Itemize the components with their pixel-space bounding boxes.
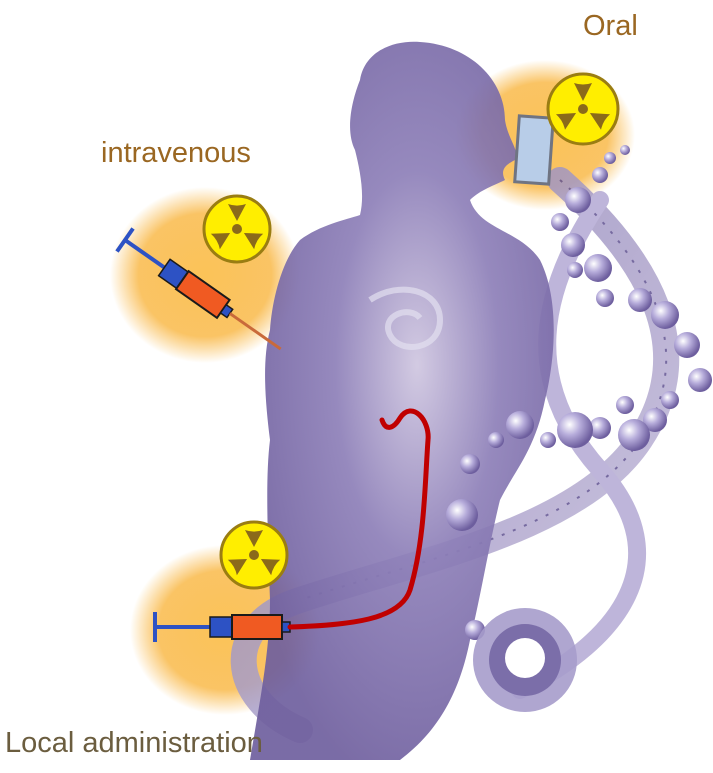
- pill-icon: [515, 116, 554, 184]
- label-local-administration: Local administration: [5, 727, 263, 760]
- radiation-hazard-icon: [548, 74, 618, 144]
- radiation-hazard-icon: [221, 522, 287, 588]
- radiation-hazard-icon: [204, 196, 270, 262]
- label-intravenous: intravenous: [101, 137, 251, 170]
- label-oral: Oral: [583, 10, 638, 43]
